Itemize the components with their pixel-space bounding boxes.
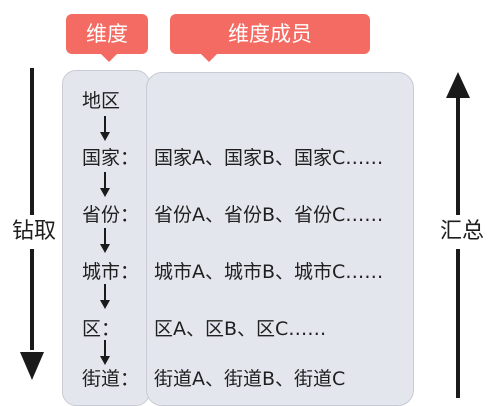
dimension-level-region: 地区: [82, 90, 121, 112]
members-city: 城市A、城市B、城市C……: [154, 261, 384, 283]
rollup-label: 汇总: [440, 215, 485, 249]
members-panel: [146, 72, 414, 406]
dimension-level-street: 街道：: [82, 368, 140, 390]
dimension-level-province: 省份：: [82, 204, 140, 226]
drill-down-arrow: [20, 68, 44, 380]
members-country: 国家A、国家B、国家C……: [154, 147, 384, 169]
dimension-level-city: 城市：: [82, 261, 140, 283]
dimension-level-country: 国家：: [82, 147, 140, 169]
hierarchy-arrow-3: [100, 228, 110, 253]
members-header-tag: 维度成员: [170, 14, 370, 62]
hierarchy-arrow-5: [100, 340, 110, 365]
members-province: 省份A、省份B、省份C……: [154, 204, 384, 226]
members-street: 街道A、街道B、街道C: [154, 368, 346, 390]
drill-label: 钻取: [12, 215, 57, 249]
hierarchy-arrow-4: [100, 284, 110, 309]
dimension-level-district: 区：: [82, 318, 121, 340]
hierarchy-arrow-1: [100, 116, 110, 141]
members-district: 区A、区B、区C……: [154, 318, 327, 340]
dimension-header-tag: 维度: [66, 14, 148, 62]
hierarchy-arrow-2: [100, 172, 110, 197]
